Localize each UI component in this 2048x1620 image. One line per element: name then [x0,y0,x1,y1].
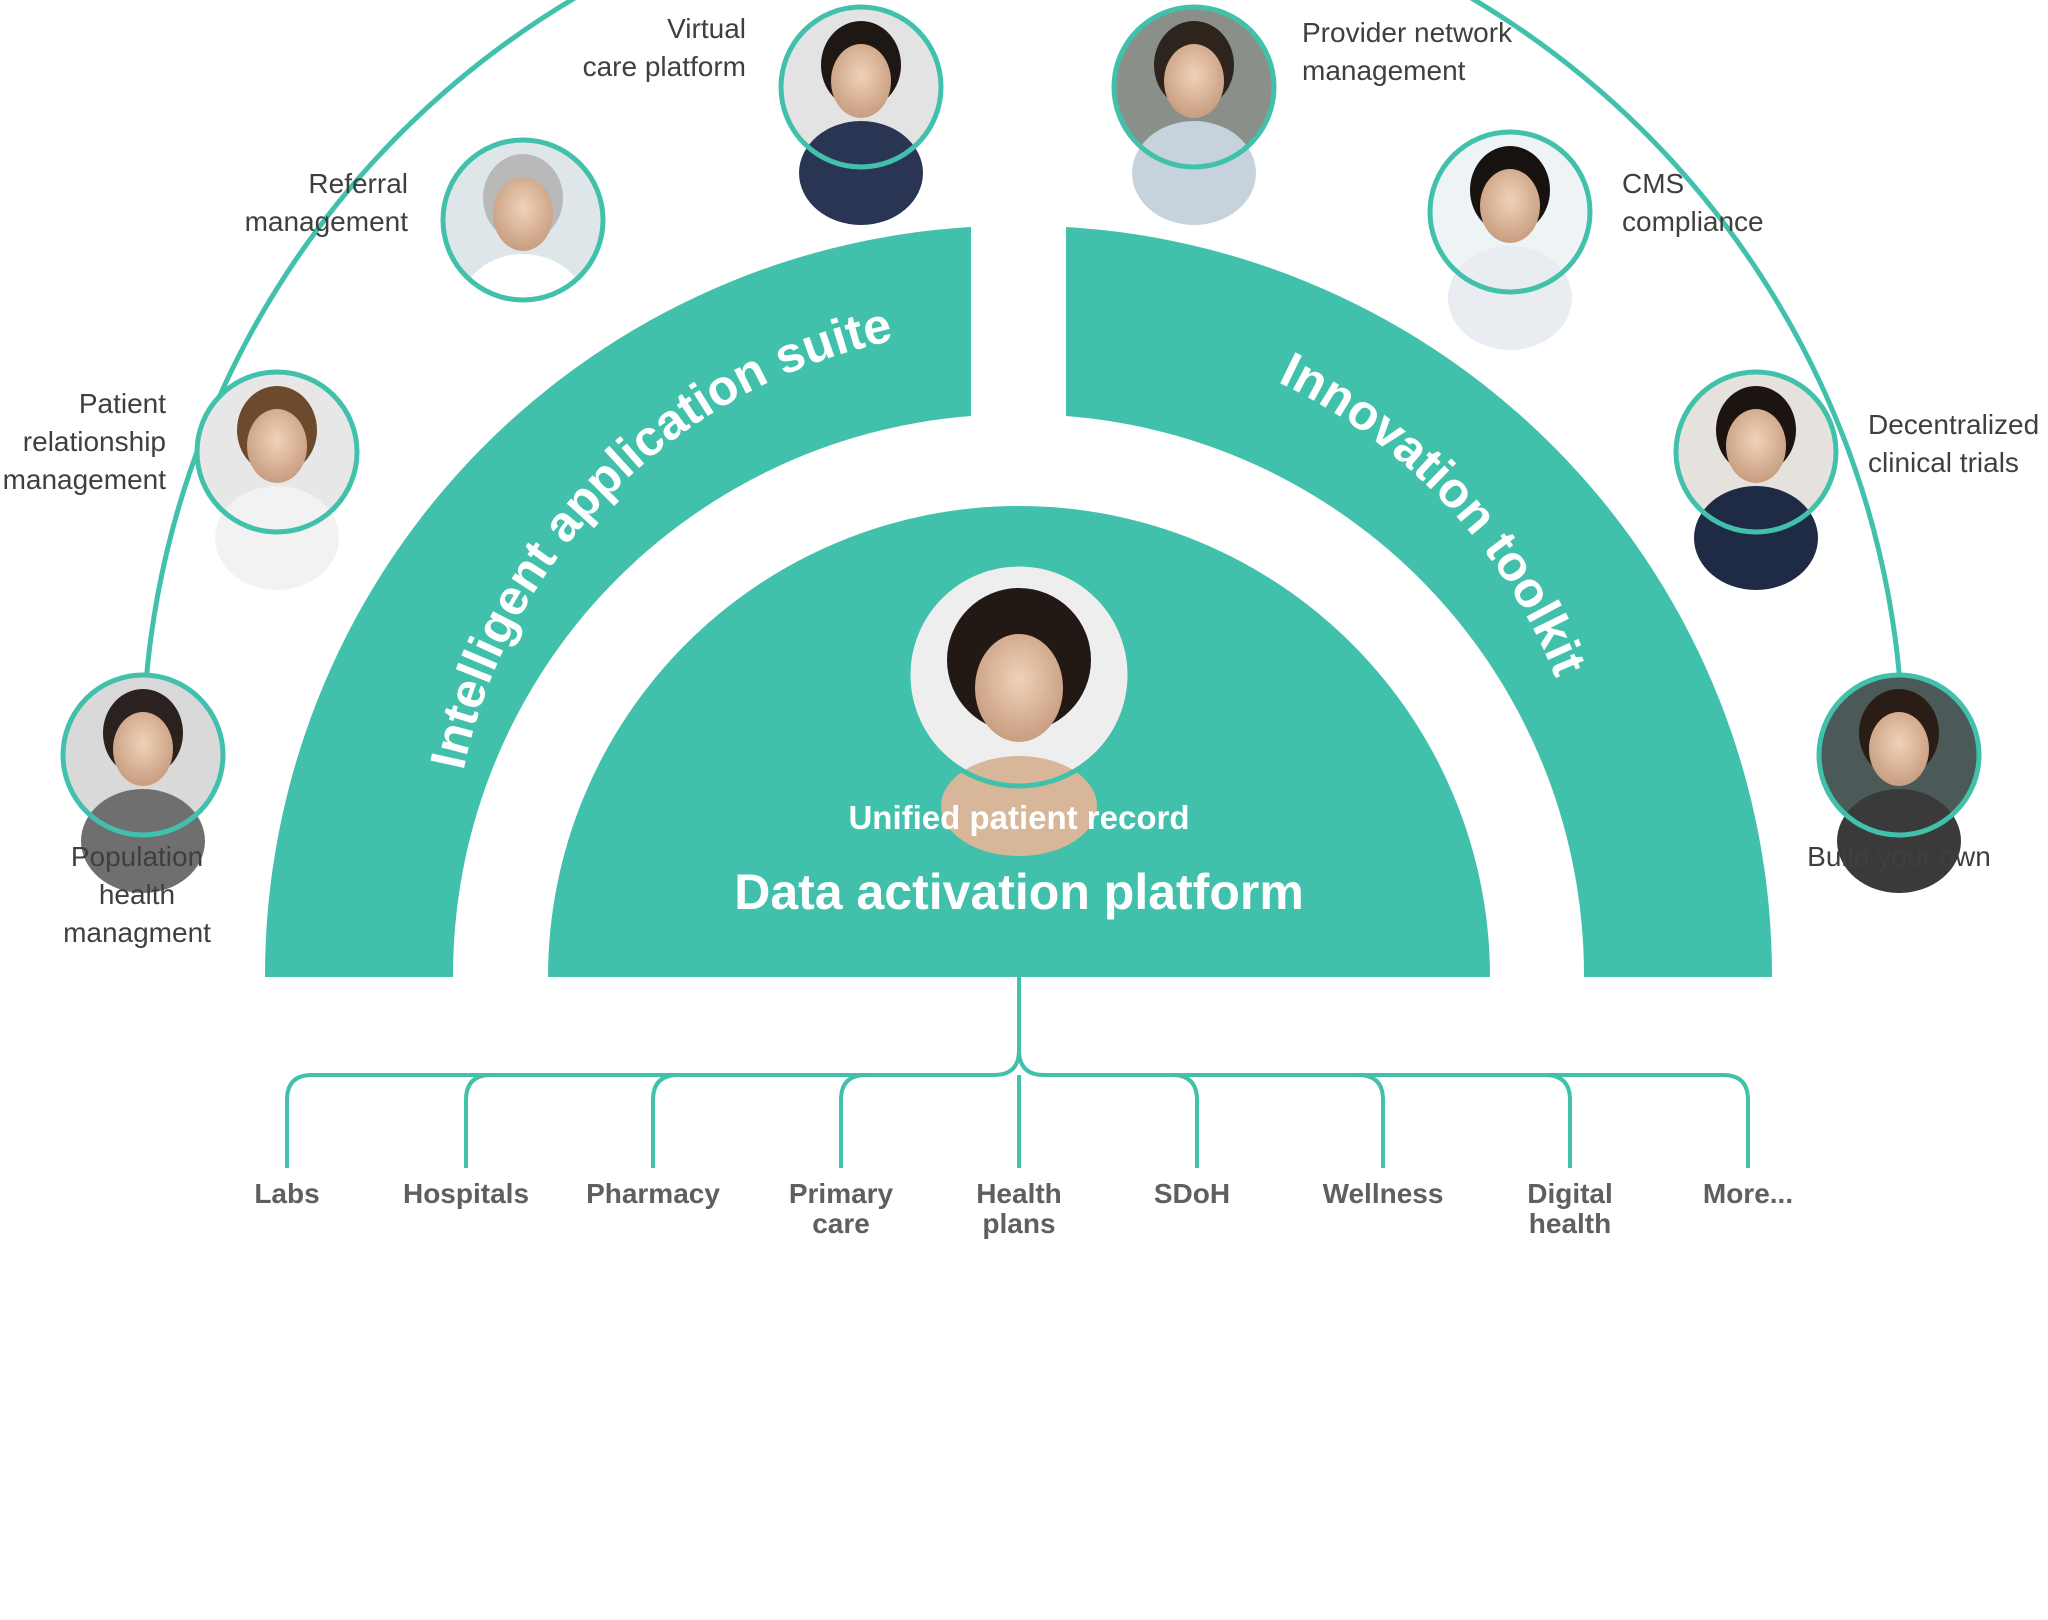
avatar-decentralized-clinical-trials [1673,369,1839,590]
source-more: More... [1703,1178,1793,1209]
solutions-connector-arc [140,0,1906,756]
source-health-plans-line-2: plans [982,1208,1055,1239]
source-primary-care-line-2: care [812,1208,870,1239]
label-decentralized-clinical-trials-line-1: Decentralized [1868,409,2039,440]
avatar-population-health-managment [60,672,226,893]
avatar-cms-compliance [1427,129,1593,350]
avatar-virtual-care-platform [778,4,944,225]
avatar-referral-management [440,137,606,358]
label-cms-compliance-line-1: CMS [1622,168,1684,199]
source-digital-health-line-1: Digital [1527,1178,1613,1209]
label-build-your-own-line-1: Build your own [1807,841,1991,872]
intelligent-application-suite-band [264,227,971,977]
label-decentralized-clinical-trials-line-2: clinical trials [1868,447,2019,478]
label-patient-relationship-management-line-2: relationship [23,426,166,457]
label-cms-compliance-line-2: compliance [1622,206,1764,237]
label-referral-management-line-1: Referral [308,168,408,199]
label-provider-network-management-line-2: management [1302,55,1466,86]
solutions-layer: Population health managment Patient relation… [3,4,2039,948]
source-hospitals: Hospitals [403,1178,529,1209]
innovation-toolkit-band [1066,227,1773,977]
source-labs: Labs [254,1178,319,1209]
label-virtual-care-platform-line-1: Virtual [667,13,746,44]
label-provider-network-management-line-1: Provider network [1302,17,1513,48]
source-sdoh: SDoH [1154,1178,1230,1209]
source-primary-care-line-1: Primary [789,1178,894,1209]
label-patient-relationship-management-line-3: management [3,464,167,495]
source-wellness: Wellness [1323,1178,1444,1209]
label-population-health-managment-line-1: Population [71,841,203,872]
label-referral-management-line-2: management [245,206,409,237]
source-pharmacy: Pharmacy [586,1178,720,1209]
label-population-health-managment-line-2: health [99,879,175,910]
avatar-patient-relationship-management [194,369,360,590]
label-patient-relationship-management-line-1: Patient [79,388,166,419]
source-digital-health-line-2: health [1529,1208,1611,1239]
source-health-plans-line-1: Health [976,1178,1062,1209]
avatar-build-your-own [1816,672,1982,893]
unified-patient-avatar [905,561,1133,856]
data-sources-connector [285,977,1750,1168]
unified-patient-record-label: Unified patient record [848,799,1189,836]
label-virtual-care-platform-line-2: care platform [583,51,746,82]
avatar-provider-network-management [1111,4,1277,225]
data-activation-platform-title: Data activation platform [734,864,1304,920]
label-population-health-managment-line-3: managment [63,917,211,948]
